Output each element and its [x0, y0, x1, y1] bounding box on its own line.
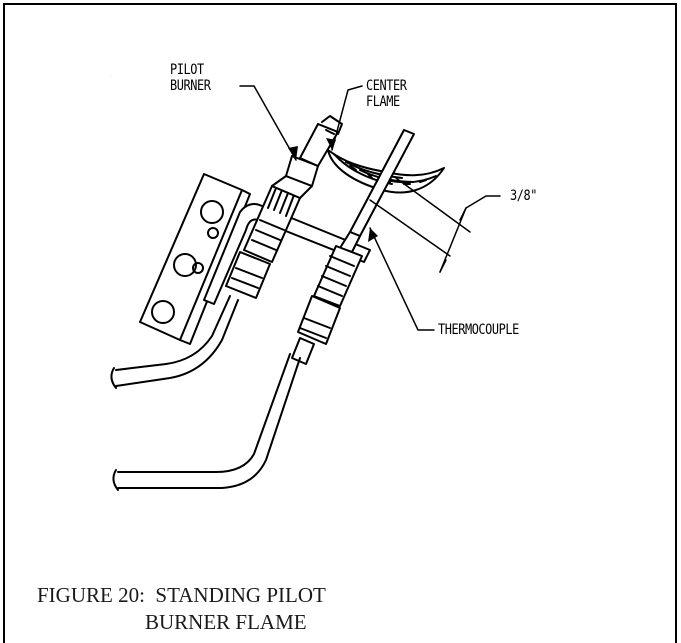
thermocouple-label: THERMOCOUPLE [438, 322, 519, 338]
pilot-burner-label: PILOT BURNER [170, 62, 211, 94]
mounting-bracket [139, 173, 251, 345]
leader-lines [239, 85, 501, 331]
pilot-tube [110, 295, 239, 389]
stray-dot: . [110, 73, 111, 77]
dimension-lines [369, 177, 471, 273]
figure-caption-line1: FIGURE 20: STANDING PILOT [37, 583, 326, 607]
center-flame-label: CENTER FLAME [366, 78, 407, 110]
figure-frame [3, 3, 677, 643]
dimension-label: 3/8" [510, 188, 537, 204]
arrowheads [288, 138, 378, 242]
figure-caption-line2: BURNER FLAME [145, 610, 307, 634]
thermocouple-assembly [291, 129, 415, 365]
pilot-burner-body [225, 115, 343, 299]
thermocouple-tube [112, 353, 301, 491]
